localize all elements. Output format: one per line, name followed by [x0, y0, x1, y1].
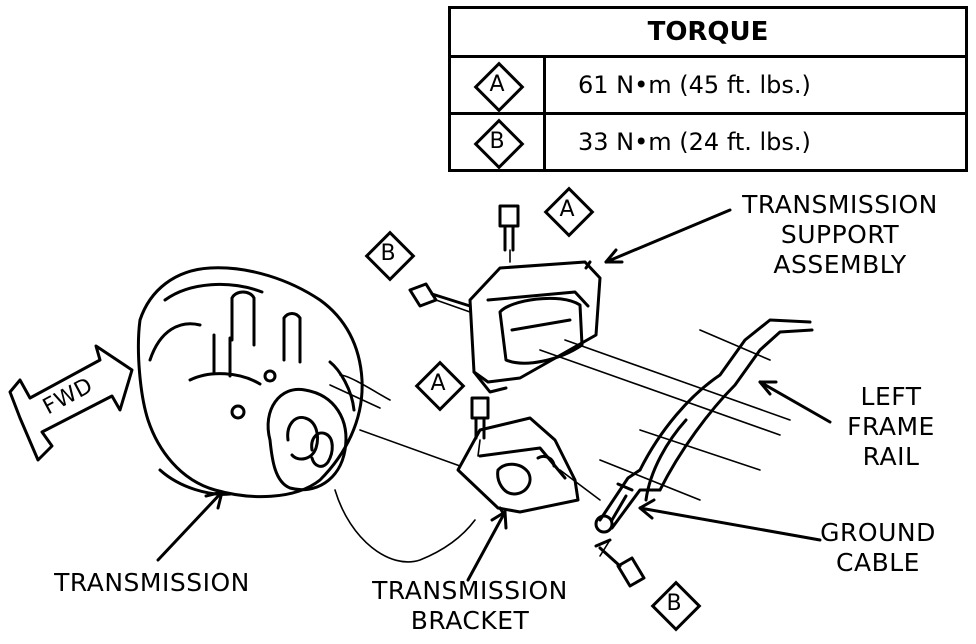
- diamond-b-icon: B: [473, 118, 525, 170]
- torque-value-cell: 61 N•m (45 ft. lbs.): [543, 55, 968, 115]
- callout-b-left: B: [364, 230, 416, 282]
- ground-cable-drawing: [594, 482, 634, 548]
- torque-table-header: TORQUE: [448, 6, 968, 58]
- label-transmission: TRANSMISSION: [54, 568, 250, 597]
- callout-a-top: A: [543, 186, 595, 238]
- frame-rail-drawing: [598, 318, 814, 530]
- label-transmission-support-assembly: TRANSMISSION SUPPORT ASSEMBLY: [742, 190, 938, 279]
- label-transmission-bracket: TRANSMISSION BRACKET: [372, 576, 568, 635]
- label-left-frame-rail: LEFT FRAME RAIL: [847, 382, 935, 471]
- fwd-arrow-icon: [8, 344, 134, 462]
- label-ground-cable: GROUND CABLE: [820, 518, 936, 577]
- table-row: A 61 N•m (45 ft. lbs.): [448, 55, 968, 115]
- transmission-bracket-drawing: [456, 416, 580, 518]
- alignment-lines: [329, 249, 791, 563]
- torque-symbol-cell: A: [448, 55, 546, 115]
- torque-table: TORQUE A 61 N•m (45 ft. lbs.) B 33 N•m (…: [448, 6, 968, 172]
- torque-symbol-cell: B: [448, 112, 546, 172]
- table-row: B 33 N•m (24 ft. lbs.): [448, 112, 968, 172]
- diamond-a-icon: A: [473, 61, 525, 113]
- transmission-housing-drawing: [136, 266, 364, 498]
- support-assembly-drawing: [468, 260, 602, 394]
- callout-b-bottom: B: [650, 580, 702, 632]
- callout-a-mid: A: [414, 360, 466, 412]
- leader-arrows: [156, 208, 832, 582]
- torque-value-cell: 33 N•m (24 ft. lbs.): [543, 112, 968, 172]
